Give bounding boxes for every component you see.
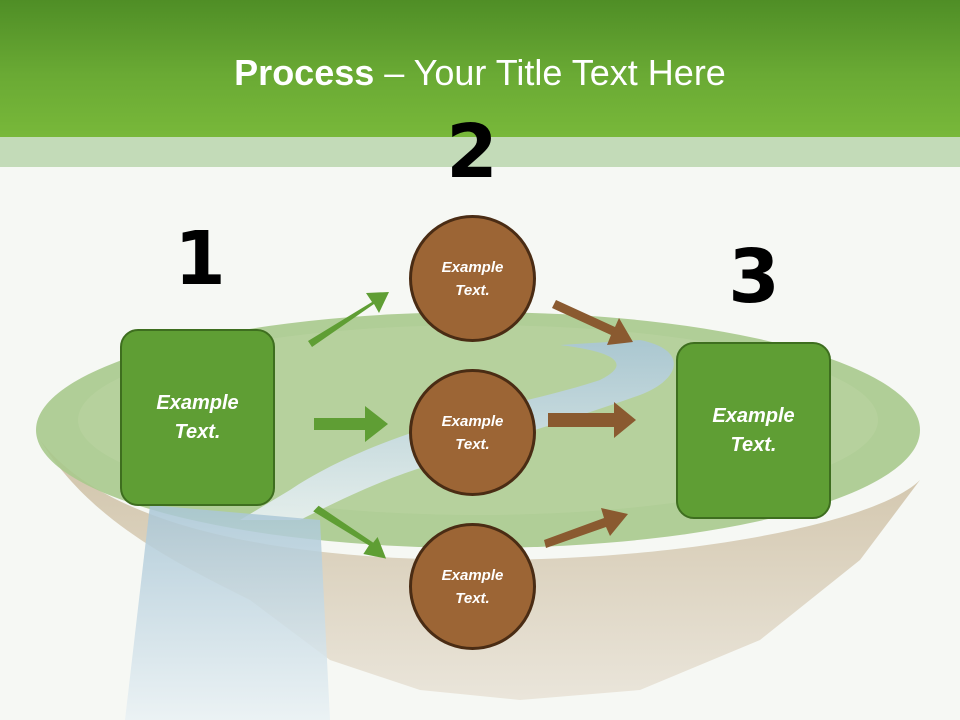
circle-middle-text: Example Text. [441, 412, 504, 453]
step-number-2: 2 [446, 109, 498, 195]
title-rest: – Your Title Text Here [374, 52, 726, 93]
arrow-brown-down [552, 300, 633, 345]
arrow-green-mid [314, 406, 388, 442]
left-box-text: Example Text. [156, 391, 239, 443]
circle-bottom[interactable]: Example Text. [409, 523, 536, 650]
right-box-text: Example Text. [712, 404, 795, 456]
waterfall [125, 505, 330, 720]
step-number-1: 1 [174, 216, 226, 302]
arrow-green-up [308, 292, 389, 347]
arrow-green-down [313, 505, 387, 559]
title-bold: Process [234, 52, 375, 93]
arrow-brown-mid [548, 402, 636, 438]
step-number-3: 3 [728, 234, 780, 320]
slide-title: Process – Your Title Text Here [0, 52, 960, 94]
circle-top[interactable]: Example Text. [409, 215, 536, 342]
circle-middle[interactable]: Example Text. [409, 369, 536, 496]
circle-bottom-text: Example Text. [441, 566, 504, 607]
circle-top-text: Example Text. [441, 258, 504, 299]
right-box[interactable]: Example Text. [676, 342, 831, 519]
arrow-brown-up [544, 508, 628, 548]
header-band [0, 137, 960, 167]
header-bar [0, 0, 960, 137]
left-box[interactable]: Example Text. [120, 329, 275, 506]
